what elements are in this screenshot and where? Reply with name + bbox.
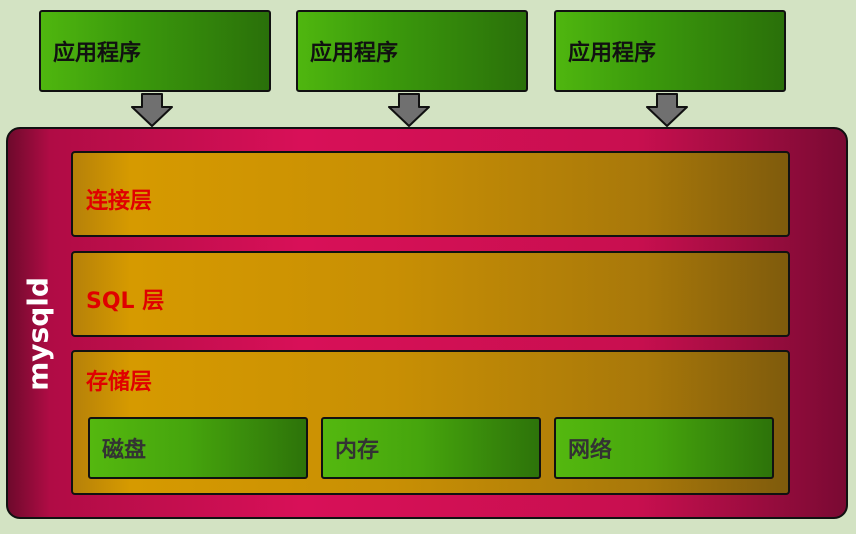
connection-layer: 连接层 [71,151,790,237]
connection-layer-label: 连接层 [86,189,153,214]
down-arrow-icon [646,93,688,127]
application-label: 应用程序 [53,41,142,66]
storage-medium-label: 网络 [568,438,613,463]
storage-medium-network: 网络 [554,417,774,479]
storage-medium-disk: 磁盘 [88,417,308,479]
mysqld-label: mysqld [21,277,55,391]
application-box-1: 应用程序 [39,10,271,92]
sql-layer-label: SQL 层 [86,289,165,314]
storage-medium-memory: 内存 [321,417,541,479]
storage-medium-label: 内存 [335,438,380,463]
storage-layer: 存储层 磁盘 内存 网络 [71,350,790,495]
storage-medium-label: 磁盘 [102,438,147,463]
application-box-2: 应用程序 [296,10,528,92]
application-label: 应用程序 [310,41,399,66]
storage-layer-label: 存储层 [86,370,153,395]
down-arrow-icon [131,93,173,127]
application-box-3: 应用程序 [554,10,786,92]
down-arrow-icon [388,93,430,127]
sql-layer: SQL 层 [71,251,790,337]
application-label: 应用程序 [568,41,657,66]
